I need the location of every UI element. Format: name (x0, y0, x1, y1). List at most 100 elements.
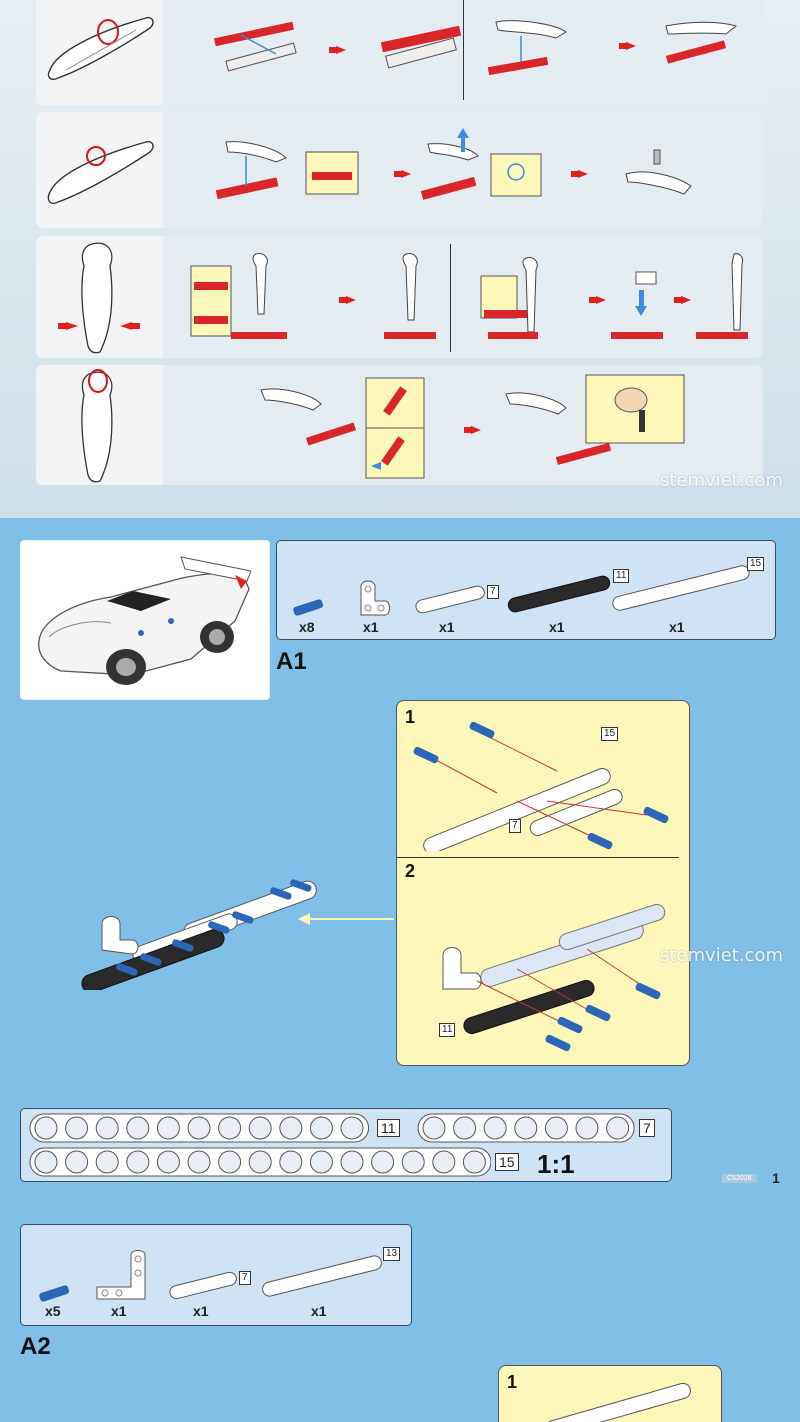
beam-hole (309, 1116, 333, 1140)
ruler-beam-7 (417, 1113, 635, 1143)
watermark: stemviet.com (660, 945, 783, 966)
part-quantity: x1 (193, 1303, 209, 1319)
beam-hole (187, 1150, 211, 1174)
beam-length-tag: 15 (601, 727, 619, 741)
substep-1-diagram (413, 721, 669, 851)
race-car-model-image (38, 556, 252, 685)
part-quantity: x8 (299, 619, 315, 635)
beam-hole (156, 1150, 180, 1174)
beam-hole (218, 1116, 242, 1140)
step-row-2 (36, 112, 763, 228)
divider (463, 0, 464, 100)
a1-assembled-result (81, 879, 317, 990)
beam-length-tag: 7 (487, 585, 499, 599)
step-label-a1: A1 (276, 648, 307, 675)
axle-pull-diagram (260, 374, 685, 479)
beam-hole (371, 1150, 395, 1174)
part-quantity: x1 (549, 619, 565, 635)
blue-pin-part (39, 1285, 70, 1302)
tool-illustration-cell (36, 0, 163, 105)
beam-hole (453, 1116, 477, 1140)
substep-1-diagram (545, 1382, 692, 1422)
step-label-a2: A2 (20, 1333, 51, 1360)
tool-illustration-cell (36, 365, 163, 485)
beam-hole (544, 1116, 568, 1140)
part-quantity: x1 (311, 1303, 327, 1319)
pin-tool-squeeze-icon (58, 242, 140, 354)
beam-7-part (415, 585, 485, 614)
step-row-3 (36, 236, 763, 358)
pin-tool-icon (47, 140, 154, 204)
beam-hole (156, 1116, 180, 1140)
beam-hole (422, 1116, 446, 1140)
ruler-beam-11 (29, 1113, 370, 1143)
part-quantity: x1 (363, 619, 379, 635)
beam-hole (575, 1116, 599, 1140)
beam-hole (432, 1150, 456, 1174)
step-row-4 (36, 365, 763, 485)
beam-scale-ruler: 11 7 15 1:1 (20, 1108, 672, 1182)
beam-hole (65, 1116, 89, 1140)
beam-length-tag: 11 (439, 1023, 456, 1037)
beam-15-part (612, 565, 750, 611)
beam-hole (309, 1150, 333, 1174)
tool-illustration-cell (36, 236, 163, 358)
substep-number: 1 (405, 707, 416, 727)
beam-hole (34, 1116, 58, 1140)
beam-hole (65, 1150, 89, 1174)
beam-hole (514, 1116, 538, 1140)
substep-number: 2 (405, 861, 416, 881)
blue-pin-part (293, 599, 324, 616)
a2-assembly-panel: 1 (498, 1365, 722, 1422)
tool-press-diagram (487, 20, 738, 76)
beam-hole (187, 1116, 211, 1140)
beam-length-tag: 7 (239, 1271, 251, 1285)
part-quantity: x1 (669, 619, 685, 635)
beam-hole (126, 1116, 150, 1140)
beam-length-tag: 7 (509, 819, 521, 833)
beam-hole (126, 1150, 150, 1174)
beam-hole (606, 1116, 630, 1140)
substep-number: 1 (507, 1372, 518, 1392)
substep-2-diagram (442, 903, 666, 1052)
pin-tool-icon (47, 16, 154, 80)
beam-7-part (169, 1271, 237, 1300)
ruler-beam-15 (29, 1147, 491, 1177)
pin-tool-icon (81, 369, 113, 483)
beam-length-tag: 15 (495, 1153, 519, 1171)
a1-assembly-panel: 1 15 7 2 11 (396, 700, 690, 1066)
beam-hole (95, 1150, 119, 1174)
beam-length-tag: 15 (747, 557, 765, 571)
beam-hole (34, 1150, 58, 1174)
part-quantity: x1 (439, 619, 455, 635)
step-row-1 (36, 0, 763, 105)
watermark: stemviet.com (660, 470, 783, 491)
scale-label: 1:1 (537, 1149, 575, 1179)
page-number: 1 (772, 1170, 780, 1186)
beam-hole (218, 1150, 242, 1174)
squeeze-release-diagram (190, 253, 436, 339)
beam-length-tag: 11 (377, 1119, 400, 1137)
beam-length-tag: 13 (383, 1247, 401, 1261)
l-beam-part (96, 1250, 146, 1300)
model-car-photo (20, 540, 270, 700)
top-instruction-sheet: stemviet.com (0, 0, 800, 518)
beam-hole (279, 1116, 303, 1140)
beam-hole (95, 1116, 119, 1140)
tool-illustration-cell (36, 112, 163, 228)
beam-hole (248, 1150, 272, 1174)
tool-release-diagram (480, 253, 748, 339)
beam-hole (340, 1116, 364, 1140)
beam-length-tag: 7 (639, 1119, 655, 1137)
beam-length-tag: 11 (613, 569, 630, 583)
assembly-direction-arrow-icon (298, 913, 394, 925)
beam-hole (248, 1116, 272, 1140)
beam-hole (279, 1150, 303, 1174)
a2-parts-list: x5 x1 7 x1 13 x1 (20, 1224, 412, 1326)
step-arrow-icon (336, 46, 346, 54)
beam-hole (483, 1116, 507, 1140)
pin-removal-diagram (215, 128, 692, 200)
part-quantity: x1 (111, 1303, 127, 1319)
part-quantity: x5 (45, 1303, 61, 1319)
a1-parts-list: x8 x1 7 x1 11 x1 15 x1 (276, 540, 776, 640)
